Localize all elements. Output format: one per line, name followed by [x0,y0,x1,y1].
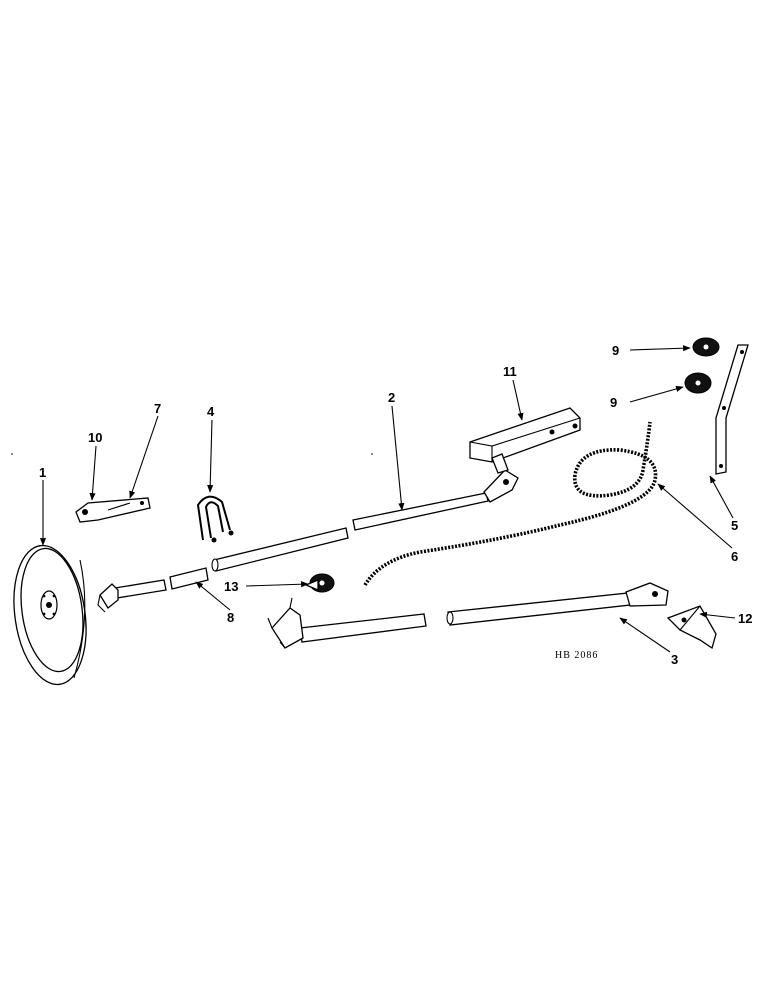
callout-10: 10 [88,430,102,445]
pulley-upper [692,337,720,357]
callout-labels: 1 2 3 4 5 6 7 8 9 9 10 11 12 13 [39,343,752,667]
callout-9-lower: 9 [610,395,617,410]
clamp-link [75,497,151,523]
callout-3: 3 [671,652,678,667]
angle-bracket [469,407,581,474]
pulley-13 [304,573,335,593]
u-bolt [196,495,234,543]
callout-8: 8 [227,610,234,625]
callout-6: 6 [731,549,738,564]
callout-11: 11 [503,364,517,379]
callout-5: 5 [731,518,738,533]
figure-code: HB 2086 [555,650,598,661]
disc-blade [13,544,87,686]
callout-13: 13 [224,579,238,594]
vertical-strap [715,344,749,475]
callout-1: 1 [39,465,46,480]
lower-left-tube [97,579,167,613]
speck [371,453,373,455]
upper-tube [352,469,519,531]
callout-12: 12 [738,611,752,626]
callout-9-upper: 9 [612,343,619,358]
pulley-lower [684,372,712,394]
speck [11,453,13,455]
coupling-sleeve [169,567,209,590]
callout-7: 7 [154,401,161,416]
leader-lines [39,345,736,653]
lower-center-tube [267,597,427,649]
callout-4: 4 [207,404,215,419]
small-bracket [666,605,717,650]
callout-2: 2 [388,390,395,405]
middle-tube [211,527,349,572]
cable [363,421,658,586]
lower-tube [446,582,669,626]
